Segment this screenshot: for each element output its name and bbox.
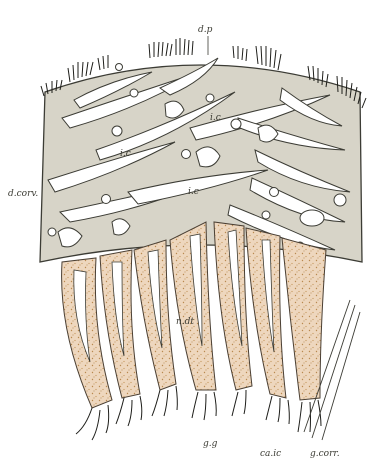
label-cell-1: i.c <box>210 113 221 123</box>
label-top: d.p <box>198 25 213 35</box>
label-center: n.dt <box>176 317 194 327</box>
label-cell-3: i.c <box>188 187 199 197</box>
label-cell-2: i.c <box>120 149 131 159</box>
label-bottom-center: g.g <box>203 439 218 449</box>
label-bottom-right-2: g.corr. <box>310 449 340 459</box>
label-left: d.corv. <box>8 189 38 199</box>
label-bottom-right-1: ca.ic <box>260 449 281 459</box>
